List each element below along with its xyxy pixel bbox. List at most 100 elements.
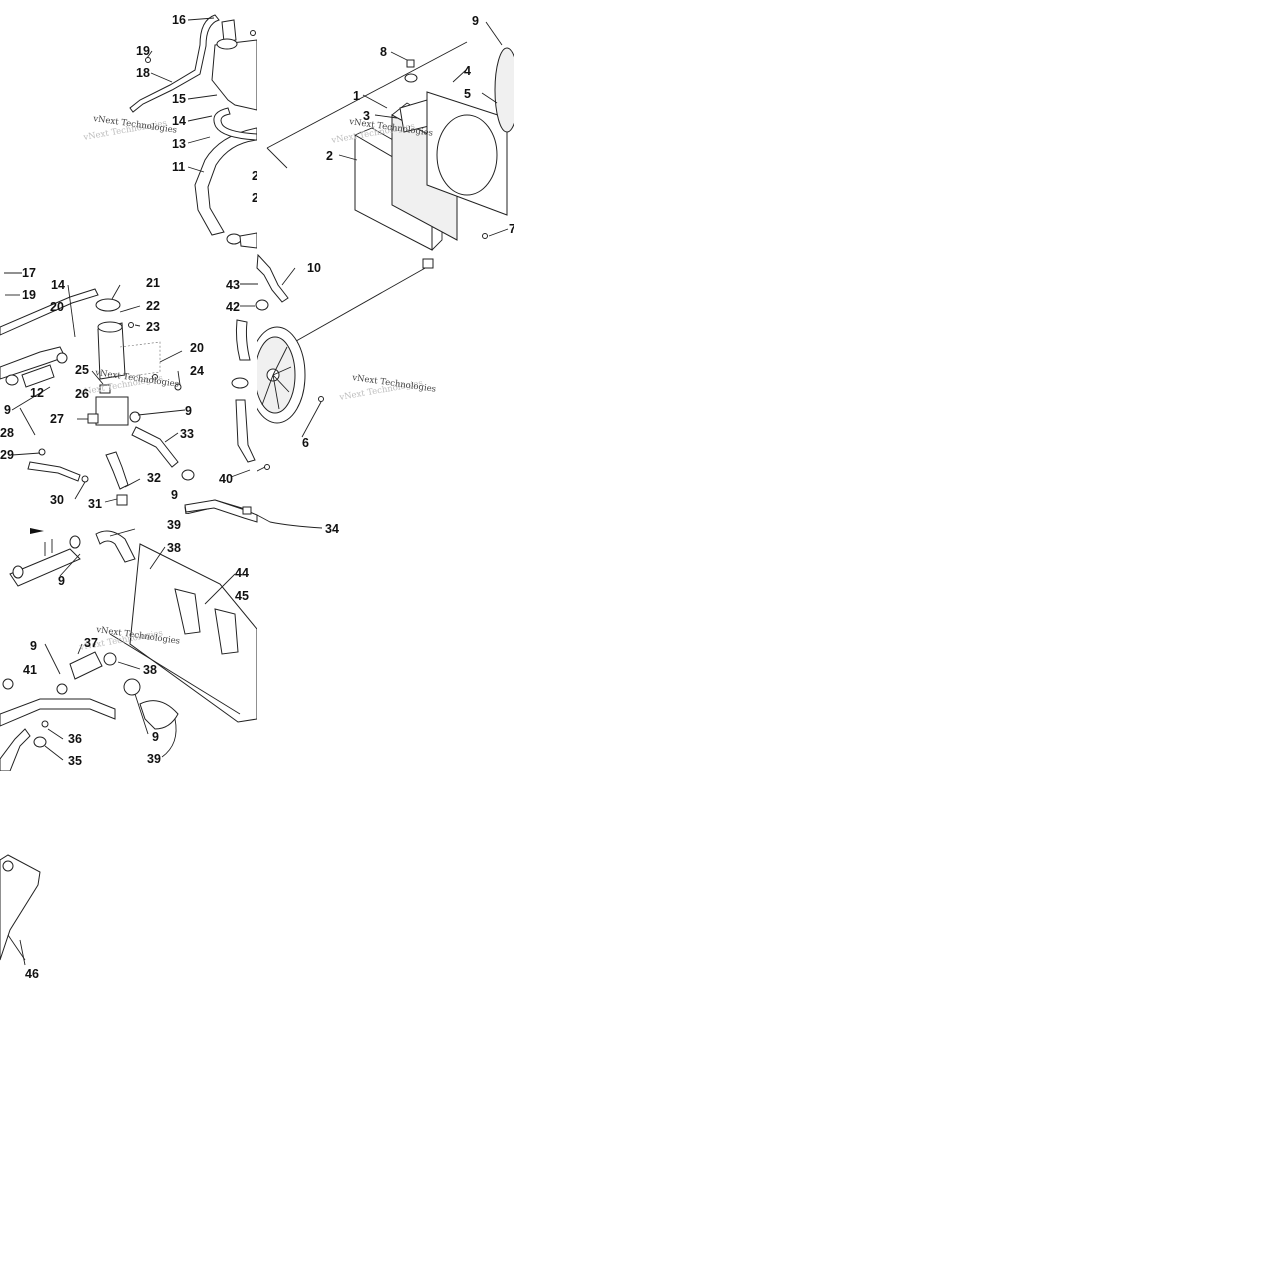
hose-40-lower [235, 399, 256, 463]
callout-26: 26 [75, 387, 89, 401]
callout-14b: 14 [51, 278, 65, 292]
callout-21: 21 [146, 276, 160, 290]
long-coolant-pipe [0, 698, 116, 727]
reservoir-neck [221, 19, 237, 43]
callout-7: 7 [509, 222, 514, 236]
callout-41: 41 [23, 663, 37, 677]
screw-19 [145, 57, 151, 63]
callout-9b: 9 [4, 403, 11, 417]
callout-36: 36 [68, 732, 82, 746]
callout-46: 46 [25, 967, 39, 981]
callout-34: 34 [325, 522, 339, 536]
reservoir-cap [216, 38, 238, 50]
callout-44: 44 [235, 566, 249, 580]
screw-6 [318, 396, 324, 402]
tile-fan: vNext Technologies vNext Technologies 6 [257, 257, 514, 514]
tile-thermostat: vNext Technologies vNext Technologies 17… [0, 257, 257, 514]
clamp [231, 377, 249, 389]
callout-15: 15 [172, 92, 186, 106]
fan-clip [422, 258, 434, 269]
callout-19b: 19 [22, 288, 36, 302]
callout-39b: 39 [147, 752, 161, 766]
hose-37 [69, 651, 103, 680]
vent-hose [129, 14, 220, 113]
clamp-41 [2, 678, 14, 690]
clamp [56, 683, 68, 695]
callout-4: 4 [464, 64, 471, 78]
frame-bracket [174, 588, 201, 635]
radiator-hose-11 [194, 127, 257, 236]
callout-27: 27 [50, 412, 64, 426]
callout-23: 23 [146, 320, 160, 334]
mount-bracket-46 [0, 854, 41, 961]
tile-radiator: vNext Technologies vNext Technologies 9 … [257, 0, 514, 257]
lower-pipe [0, 728, 31, 771]
callout-39: 39 [167, 518, 181, 532]
hose-40 [235, 319, 251, 361]
tile-reservoir: vNext Technologies vNext Technologies 16… [0, 0, 257, 257]
outlet-hose-33 [131, 426, 179, 468]
callout-13: 13 [172, 137, 186, 151]
bracket [119, 341, 161, 378]
callout-30: 30 [50, 493, 64, 507]
callout-22: 22 [146, 299, 160, 313]
clamp [181, 469, 195, 481]
callout-9g: 9 [152, 730, 159, 744]
callout-9d: 9 [171, 488, 178, 502]
clamp-35 [33, 736, 47, 748]
fitting [242, 506, 252, 515]
clamp [56, 352, 68, 364]
screw-20 [152, 374, 158, 380]
callout-32: 32 [147, 471, 161, 485]
screw-7 [482, 233, 488, 239]
callout-35: 35 [68, 754, 82, 768]
housing-top [97, 321, 123, 333]
clamp [12, 565, 24, 579]
callout-29: 29 [0, 448, 14, 462]
coolant-reservoir [211, 39, 257, 111]
callout-8: 8 [380, 45, 387, 59]
callout-31: 31 [88, 497, 102, 511]
shroud-opening [436, 114, 498, 196]
callout-1: 1 [353, 89, 360, 103]
frame-bracket [214, 608, 239, 655]
callout-9f: 9 [30, 639, 37, 653]
hose-39-lower [139, 700, 179, 730]
clamp-28 [38, 448, 46, 456]
callout-6: 6 [302, 436, 309, 450]
callout-16: 16 [172, 13, 186, 27]
callout-20b: 20 [190, 341, 204, 355]
overflow-hose [213, 107, 257, 141]
callout-17: 17 [22, 266, 36, 280]
callout-2-partial: 2 [252, 169, 257, 183]
sensor-26 [99, 384, 111, 394]
hose-end [239, 232, 257, 249]
callout-14: 14 [172, 114, 186, 128]
callout-25: 25 [75, 363, 89, 377]
callout-43: 43 [226, 278, 240, 292]
screw-24 [174, 383, 182, 391]
clamp-38b [103, 652, 117, 666]
callout-28: 28 [0, 426, 14, 440]
housing-cap-21 [95, 298, 121, 312]
screw [250, 30, 256, 36]
hose-12-tube [21, 364, 55, 388]
callout-45: 45 [235, 589, 249, 603]
tile-lower-hoses: vNext Technologies vNext Technologies 39… [0, 514, 257, 771]
clamp [123, 678, 141, 696]
callout-2-partial-b: 2 [252, 191, 257, 205]
callout-5: 5 [464, 87, 471, 101]
direction-arrow [30, 528, 44, 534]
hose-39 [95, 530, 136, 563]
callout-42: 42 [226, 300, 240, 314]
callout-10: 10 [307, 261, 321, 275]
grommet [2, 860, 14, 872]
callout-38b: 38 [143, 663, 157, 677]
callout-3: 3 [363, 109, 370, 123]
callout-24: 24 [190, 364, 204, 378]
screw-23 [128, 322, 134, 328]
clamp [69, 535, 81, 549]
bushing-8 [406, 59, 415, 68]
callout-18: 18 [136, 66, 150, 80]
